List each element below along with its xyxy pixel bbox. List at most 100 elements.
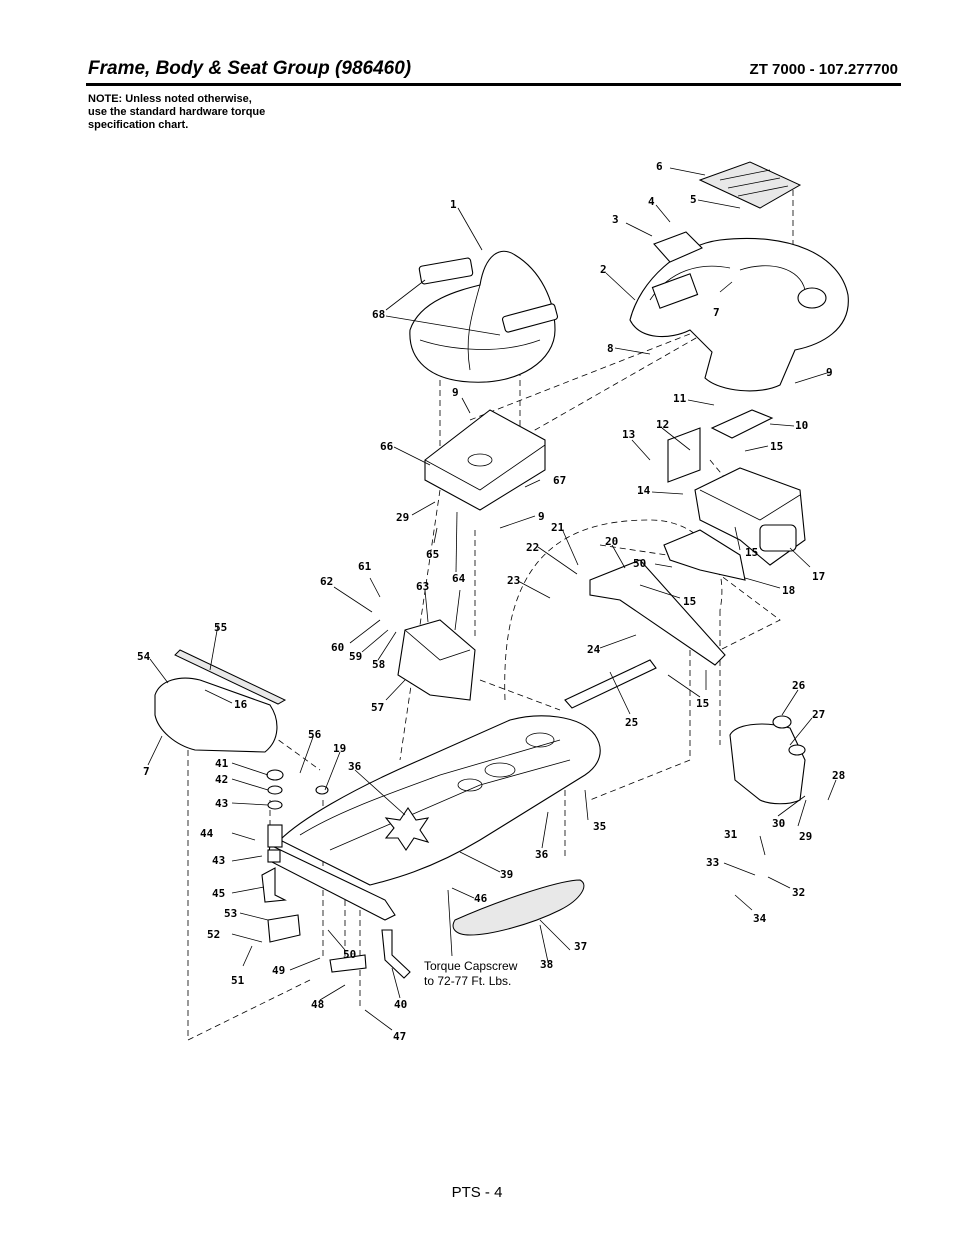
callout: 63	[416, 580, 429, 593]
callout: 43	[215, 797, 228, 810]
note-line-3: specification chart.	[88, 119, 189, 131]
callout: 15	[696, 697, 709, 710]
callout: 13	[622, 428, 635, 441]
callout: 68	[372, 308, 385, 321]
callout: 38	[540, 958, 553, 971]
cover-plate	[653, 161, 802, 263]
fender-body	[629, 237, 849, 392]
page-title: Frame, Body & Seat Group (986460)	[88, 58, 412, 79]
callout: 36	[348, 760, 362, 773]
callout: 29	[799, 830, 812, 843]
callout: 45	[212, 887, 225, 900]
callout: 1	[450, 198, 457, 211]
side-panel	[154, 649, 287, 753]
callout: 48	[311, 998, 324, 1011]
callout: 16	[234, 698, 248, 711]
foot-pad	[452, 879, 585, 936]
callout: 41	[215, 757, 229, 770]
control-plate	[589, 529, 746, 666]
storage-box	[694, 467, 806, 566]
callout: 33	[706, 856, 719, 869]
callout: 62	[320, 575, 333, 588]
callout: 50	[343, 948, 356, 961]
callout: 28	[832, 769, 845, 782]
callout-labels: 1 2 3 4 5 6 7 7 8 9 9 9 10 11 12 13 14 1…	[137, 160, 845, 1043]
callout: 25	[625, 716, 638, 729]
callout: 15	[683, 595, 696, 608]
callout: 20	[605, 535, 618, 548]
callout: 61	[358, 560, 372, 573]
callout: 32	[792, 886, 805, 899]
callout: 2	[600, 263, 607, 276]
page-number: PTS - 4	[451, 1184, 503, 1201]
callout: 51	[231, 974, 245, 987]
note-line-1: NOTE: Unless noted otherwise,	[88, 93, 252, 105]
callout: 15	[745, 546, 758, 559]
callout: 15	[770, 440, 783, 453]
callout: 7	[713, 306, 720, 319]
torque-capscrew-note: Torque Capscrew to 72-77 Ft. Lbs.	[424, 959, 518, 988]
callout: 46	[474, 892, 488, 905]
callout: 31	[724, 828, 738, 841]
leader-lines	[147, 167, 837, 1031]
callout: 43	[212, 854, 225, 867]
callout: 14	[637, 484, 651, 497]
callout: 9	[452, 386, 459, 399]
callout: 34	[753, 912, 767, 925]
callout: 17	[812, 570, 825, 583]
callout: 52	[207, 928, 220, 941]
main-frame	[267, 715, 601, 921]
callout: 56	[308, 728, 322, 741]
callout: 7	[143, 765, 150, 778]
callout: 29	[396, 511, 409, 524]
callout: 47	[393, 1030, 406, 1043]
callout: 36	[535, 848, 549, 861]
callout: 8	[607, 342, 614, 355]
callout: 9	[826, 366, 833, 379]
callout: 58	[372, 658, 385, 671]
callout: 59	[349, 650, 362, 663]
callout: 65	[426, 548, 439, 561]
callout: 4	[648, 195, 655, 208]
callout: 67	[553, 474, 566, 487]
callout: 60	[331, 641, 344, 654]
callout: 53	[224, 907, 237, 920]
linkage-rod	[564, 659, 657, 709]
callout: 23	[507, 574, 520, 587]
callout: 66	[380, 440, 394, 453]
model-number: ZT 7000 - 107.277700	[749, 61, 898, 78]
callout: 30	[772, 817, 785, 830]
header-rule	[86, 83, 901, 86]
callout: 49	[272, 964, 285, 977]
callout: 40	[394, 998, 407, 1011]
callout: 50	[633, 557, 646, 570]
callout: 64	[452, 572, 466, 585]
callout: 26	[792, 679, 806, 692]
callout: 21	[551, 521, 565, 534]
callout: 42	[215, 773, 228, 786]
callout: 55	[214, 621, 227, 634]
callout: 44	[200, 827, 214, 840]
battery-cover	[397, 619, 476, 701]
callout: 12	[656, 418, 669, 431]
callout: 6	[656, 160, 663, 173]
callout: 54	[137, 650, 151, 663]
seat	[409, 250, 559, 383]
callout: 27	[812, 708, 825, 721]
callout: 9	[538, 510, 545, 523]
fuel-tank	[729, 715, 806, 805]
callout: 18	[782, 584, 795, 597]
callout: 35	[593, 820, 606, 833]
callout: 57	[371, 701, 384, 714]
seat-bracket	[424, 409, 546, 511]
callout: 22	[526, 541, 539, 554]
note-line-2: use the standard hardware torque	[88, 106, 266, 118]
callout: 24	[587, 643, 601, 656]
control-bracket	[667, 409, 774, 483]
callout: 39	[500, 868, 513, 881]
callout: 37	[574, 940, 587, 953]
torque-note-line-1: Torque Capscrew	[424, 959, 518, 973]
callout: 5	[690, 193, 697, 206]
callout: 11	[673, 392, 687, 405]
